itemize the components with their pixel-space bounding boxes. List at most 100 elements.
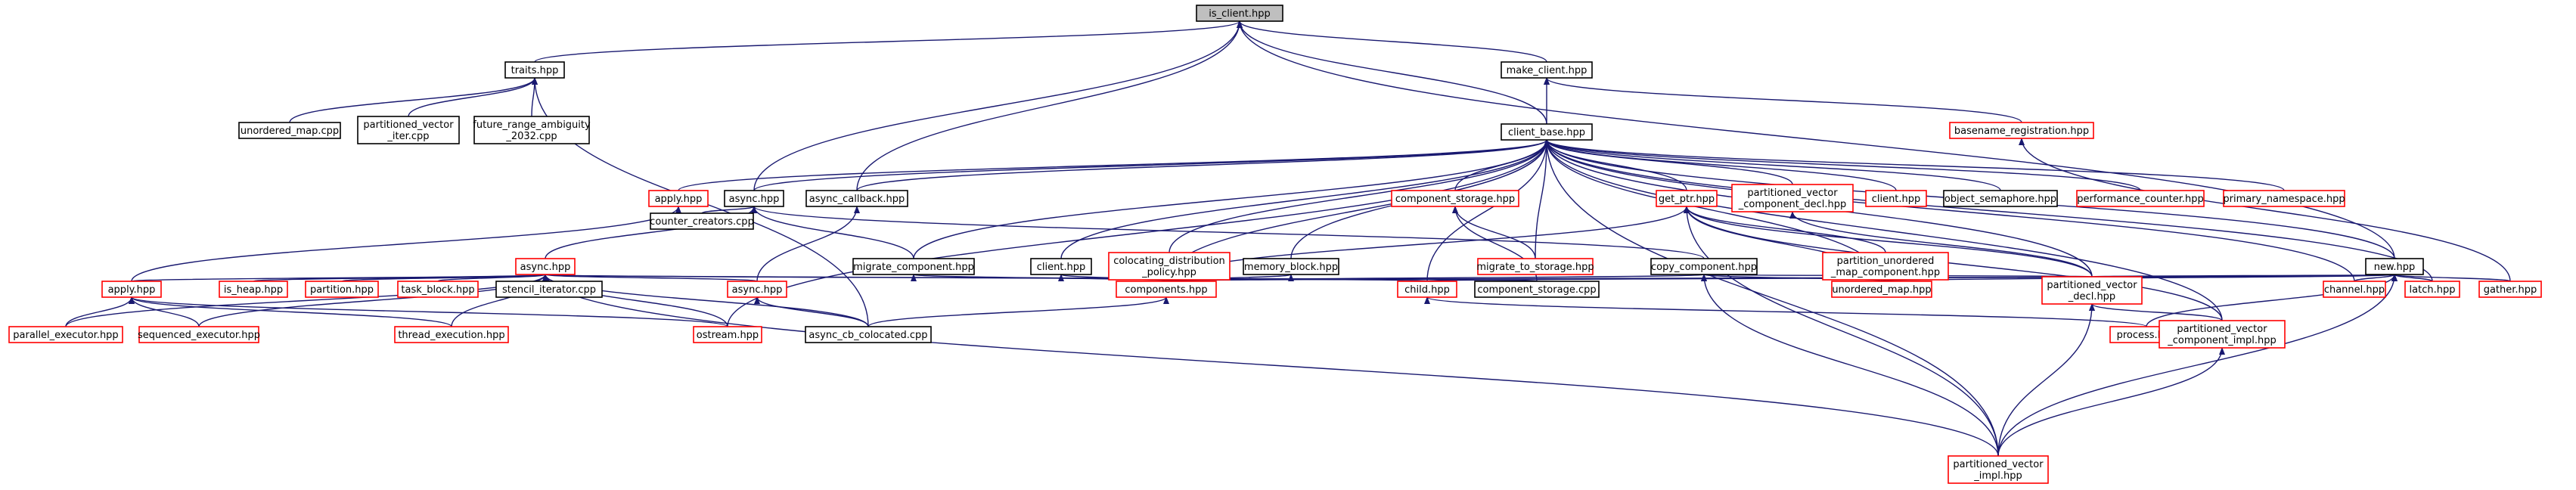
node-sequenced-executor[interactable]: sequenced_executor.hpp xyxy=(138,326,260,343)
node-apply-hpp-left[interactable]: apply.hpp xyxy=(101,281,162,298)
edge-migrate-component-to-client-base xyxy=(913,139,1550,259)
node-pv-decl[interactable]: partitioned_vector_decl.hpp xyxy=(2041,276,2143,305)
node-label: new.hpp xyxy=(2374,262,2416,273)
node-pv-component-impl[interactable]: partitioned_vector_component_impl.hpp xyxy=(2159,320,2286,349)
node-box xyxy=(2041,276,2143,305)
node-box xyxy=(2159,320,2286,349)
edge-pv-decl-to-pv-component-decl xyxy=(1789,211,2093,278)
node-label: migrate_component.hpp xyxy=(853,262,974,273)
node-async-cb-colocated[interactable]: async_cb_colocated.cpp xyxy=(805,326,932,343)
node-client-base[interactable]: client_base.hpp xyxy=(1501,123,1593,141)
node-label: async_callback.hpp xyxy=(809,194,905,205)
node-copy-component[interactable]: copy_component.hpp xyxy=(1650,258,1758,275)
node-is-heap[interactable]: is_heap.hpp xyxy=(219,281,288,298)
node-parallel-executor[interactable]: parallel_executor.hpp xyxy=(8,326,123,343)
node-make-client[interactable]: make_client.hpp xyxy=(1501,61,1593,79)
node-box xyxy=(101,281,162,298)
node-new-hpp[interactable]: new.hpp xyxy=(2365,258,2424,275)
node-migrate-to-storage[interactable]: migrate_to_storage.hpp xyxy=(1476,258,1594,275)
node-box xyxy=(648,190,709,207)
node-primary-namespace[interactable]: primary_namespace.hpp xyxy=(2223,190,2345,207)
node-label: apply.hpp xyxy=(108,284,156,296)
node-stencil-iterator[interactable]: stencil_iterator.cpp xyxy=(495,281,603,298)
node-box xyxy=(515,258,576,275)
node-gather[interactable]: gather.hpp xyxy=(2478,281,2542,298)
node-async-callback[interactable]: async_callback.hpp xyxy=(805,190,908,207)
node-future-range[interactable]: future_range_ambiguity_2032.cpp xyxy=(473,116,591,144)
node-apply-hpp-top[interactable]: apply.hpp xyxy=(648,190,709,207)
node-label: component_storage.hpp xyxy=(1395,194,1515,205)
node-component-storage-hpp[interactable]: component_storage.hpp xyxy=(1391,190,1519,207)
node-label: async_cb_colocated.cpp xyxy=(808,330,927,341)
node-box xyxy=(852,258,975,275)
node-label: sequenced_executor.hpp xyxy=(138,330,260,341)
node-box xyxy=(650,212,754,230)
edge-primary-namespace-to-client-base xyxy=(1544,139,2285,191)
node-pv-impl[interactable]: partitioned_vector_impl.hpp xyxy=(1948,455,2049,484)
edge-client-hpp-black-to-client-base xyxy=(1060,139,1550,259)
node-label: stencil_iterator.cpp xyxy=(502,284,596,296)
node-colocating[interactable]: colocating_distribution_policy.hpp xyxy=(1108,252,1231,281)
node-thread-execution[interactable]: thread_execution.hpp xyxy=(394,326,509,343)
node-performance-counter[interactable]: performance_counter.hpp xyxy=(2076,190,2205,207)
node-box xyxy=(1948,455,2049,484)
node-box xyxy=(1501,61,1593,79)
node-label: channel.hpp xyxy=(2324,284,2385,296)
edge-pv-impl-to-new-hpp xyxy=(1997,274,2398,457)
node-box xyxy=(473,116,590,144)
node-memory-block[interactable]: memory_block.hpp xyxy=(1243,258,1339,275)
node-label: parallel_executor.hpp xyxy=(13,330,118,341)
edge-client-base-to-is-client xyxy=(1237,20,1547,125)
node-counter-creators[interactable]: counter_creators.cpp xyxy=(650,212,754,230)
node-box xyxy=(2404,281,2460,298)
edge-pv-component-decl-to-client-base xyxy=(1544,139,1793,185)
node-child-hpp[interactable]: child.hpp xyxy=(1397,281,1457,298)
edge-async-hpp-top-to-client-base xyxy=(753,139,1550,191)
node-box xyxy=(8,326,123,343)
edge-migrate-to-storage-to-client-base xyxy=(1535,139,1550,259)
node-label: thread_execution.hpp xyxy=(398,330,504,341)
node-traits[interactable]: traits.hpp xyxy=(504,61,565,79)
node-partition-unordered[interactable]: partition_unordered_map_component.hpp xyxy=(1822,252,1949,281)
node-async-hpp-mid[interactable]: async.hpp xyxy=(515,258,576,275)
node-component-storage-cpp[interactable]: component_storage.cpp xyxy=(1474,281,1600,298)
node-pv-iter[interactable]: partitioned_vector_iter.cpp xyxy=(357,116,460,144)
edge-gather-to-new-hpp xyxy=(2391,274,2511,282)
node-latch[interactable]: latch.hpp xyxy=(2404,281,2460,298)
node-is-client: is_client.hpp xyxy=(1196,5,1283,22)
node-label: colocating_distribution xyxy=(1113,256,1225,267)
node-label: client.hpp xyxy=(1872,194,1921,205)
edge-channel-to-client-base xyxy=(1544,139,2355,282)
edge-client-hpp-red-to-client-base xyxy=(1544,139,1897,191)
edge-pv-iter-to-traits xyxy=(408,77,538,117)
node-box xyxy=(1477,258,1594,275)
node-basename-reg[interactable]: basename_registration.hpp xyxy=(1949,122,2094,139)
node-migrate-component[interactable]: migrate_component.hpp xyxy=(852,258,975,275)
node-async-hpp-low[interactable]: async.hpp xyxy=(727,281,787,298)
node-components-hpp[interactable]: components.hpp xyxy=(1116,281,1217,298)
node-label: _impl.hpp xyxy=(1973,470,2022,482)
node-client-hpp-red[interactable]: client.hpp xyxy=(1865,190,1927,207)
node-client-hpp-black[interactable]: client.hpp xyxy=(1030,258,1092,275)
node-channel[interactable]: channel.hpp xyxy=(2323,281,2386,298)
node-unordered-map-cpp[interactable]: unordered_map.cpp xyxy=(238,122,341,139)
node-partition-hpp[interactable]: partition.hpp xyxy=(305,281,379,298)
edge-pv-component-impl-to-pv-decl xyxy=(2089,303,2223,321)
node-box xyxy=(1656,190,1718,207)
node-label: _component_decl.hpp xyxy=(1738,199,1846,210)
node-object-semaphore[interactable]: object_semaphore.hpp xyxy=(1943,190,2058,207)
node-get-ptr[interactable]: get_ptr.hpp xyxy=(1656,190,1718,207)
node-task-block[interactable]: task_block.hpp xyxy=(397,281,479,298)
node-label: partitioned_vector xyxy=(1953,459,2044,470)
node-label: object_semaphore.hpp xyxy=(1944,194,2056,205)
node-label: component_storage.cpp xyxy=(1477,284,1596,296)
node-label: ostream.hpp xyxy=(697,330,759,341)
edge-child-hpp-to-client-base xyxy=(1426,139,1550,282)
node-ostream[interactable]: ostream.hpp xyxy=(693,326,762,343)
edge-async-hpp-low-to-async-callback xyxy=(756,206,860,282)
node-pv-component-decl[interactable]: partitioned_vector_component_decl.hpp xyxy=(1731,184,1854,212)
node-unordered-map-hpp[interactable]: unordered_map.hpp xyxy=(1831,281,1932,298)
node-async-hpp-top[interactable]: async.hpp xyxy=(724,190,784,207)
edge-async-callback-to-is-client xyxy=(856,20,1243,191)
node-box xyxy=(1943,190,2058,207)
